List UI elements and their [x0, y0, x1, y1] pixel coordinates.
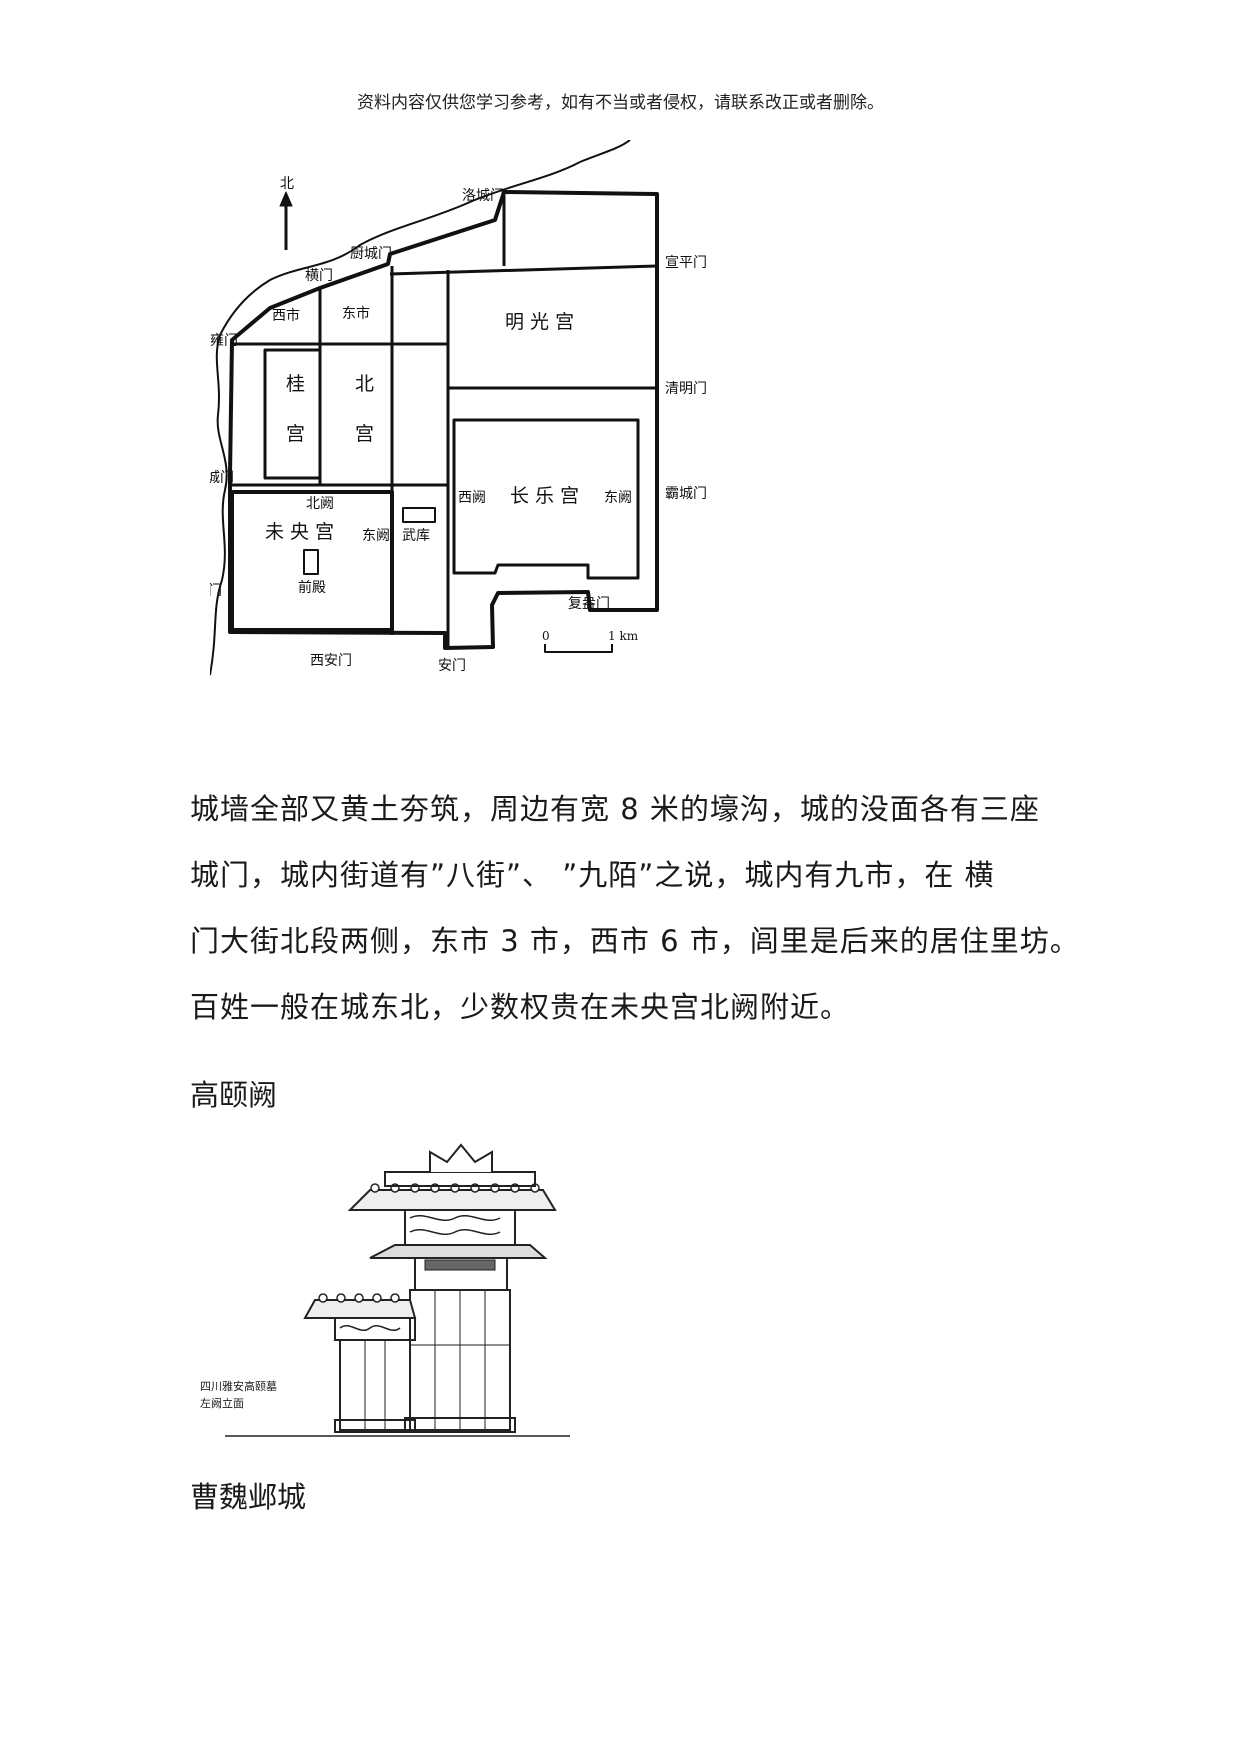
- sub-tower-roof: [303, 1299, 417, 1319]
- xishi-label: 西市: [272, 307, 300, 324]
- figure-caption: 四川雅安高颐墓 左阙立面: [200, 1378, 277, 1412]
- dongque-changle-label: 东阙: [604, 490, 632, 506]
- bei-palace-label-1: 北: [355, 373, 374, 395]
- north-arrow-head: [279, 191, 293, 207]
- caption-line: 四川雅安高颐墓: [200, 1380, 277, 1393]
- changan-city-map: 北 洛城门 厨城门 横门 宣平门 雍门 清明门 直城门 霸城门 章城门 复盎门 …: [210, 140, 707, 676]
- header-disclaimer: 资料内容仅供您学习参考，如有不当或者侵权，请联系改正或者删除。: [357, 93, 884, 113]
- weiyang-palace-label: 未 央 宫: [265, 521, 334, 543]
- street-h1: [389, 264, 658, 276]
- gate-xian: 西安门: [310, 653, 352, 669]
- mingguang-palace-label: 明 光 宫: [505, 311, 574, 333]
- weiyang-palace: [230, 490, 394, 632]
- qiandian-label: 前殿: [298, 579, 326, 596]
- changle-palace: [452, 418, 640, 580]
- gate-zhicheng: 直城门: [210, 469, 234, 486]
- scale-end-label: 1 km: [608, 629, 639, 643]
- river-line: [210, 140, 631, 676]
- gate-an: 安门: [438, 658, 466, 674]
- gui-palace: [263, 348, 322, 480]
- gate-luocheng: 洛城门: [462, 188, 504, 204]
- upper-roof: [347, 1189, 557, 1211]
- paragraph-line: 城门，城内街道有”八街”、 ”九陌”之说，城内有九市，在 横: [190, 858, 995, 892]
- gui-palace-label-1: 桂: [286, 373, 305, 395]
- scale-start-label: 0: [542, 629, 550, 643]
- gate-qingming: 清明门: [665, 381, 707, 397]
- north-label: 北: [280, 176, 294, 192]
- qiandian-hall: [303, 549, 319, 575]
- wuku-label: 武库: [402, 528, 430, 544]
- city-outer-wall: [228, 190, 659, 650]
- changle-palace-label: 长 乐 宫: [510, 485, 579, 507]
- main-tower-roof: [369, 1244, 548, 1259]
- caption-line: 左阙立面: [200, 1397, 244, 1410]
- gate-chucheng: 厨城门: [350, 246, 392, 262]
- dongshi-label: 东市: [342, 305, 370, 322]
- beique-label: 北阙: [306, 496, 334, 512]
- sub-tower-body: [339, 1339, 411, 1431]
- scale-bar: [544, 644, 613, 653]
- paragraph-line: 城墙全部又黄土夯筑，周边有宽 8 米的壕沟，城的没面各有三座: [190, 792, 1040, 826]
- gate-zhangcheng: 章城门: [210, 582, 222, 599]
- dongque-weiyang-label: 东阙: [362, 528, 390, 544]
- main-tower-plinth: [404, 1417, 516, 1433]
- body-paragraph: 城墙全部又黄土夯筑，周边有宽 8 米的壕沟，城的没面各有三座 城门，城内街道有”…: [190, 776, 1090, 1040]
- gate-heng: 横门: [305, 268, 333, 284]
- wuku-armory: [402, 507, 436, 523]
- section-heading-caowei: 曹魏邺城: [190, 1480, 307, 1514]
- gate-fuang: 复盎门: [568, 595, 610, 612]
- xique-changle-label: 西阙: [458, 490, 486, 506]
- paragraph-line: 门大街北段两侧，东市 3 市，西市 6 市，闾里是后来的居住里坊。: [190, 924, 1080, 958]
- roof-ridge-ornament: [429, 1143, 493, 1172]
- sub-tower-plinth: [334, 1419, 416, 1433]
- section-heading-gaoyi: 高颐阙: [190, 1078, 278, 1112]
- gaoyi-que-elevation-drawing: [225, 1143, 570, 1437]
- gui-palace-label-2: 宫: [286, 423, 305, 445]
- bei-palace-label-2: 宫: [355, 423, 374, 445]
- gate-xuanping: 宣平门: [665, 255, 707, 271]
- gate-bacheng: 霸城门: [665, 486, 707, 502]
- gate-yong: 雍门: [210, 333, 238, 349]
- paragraph-line: 百姓一般在城东北，少数权贵在未央宫北阙附近。: [190, 990, 851, 1024]
